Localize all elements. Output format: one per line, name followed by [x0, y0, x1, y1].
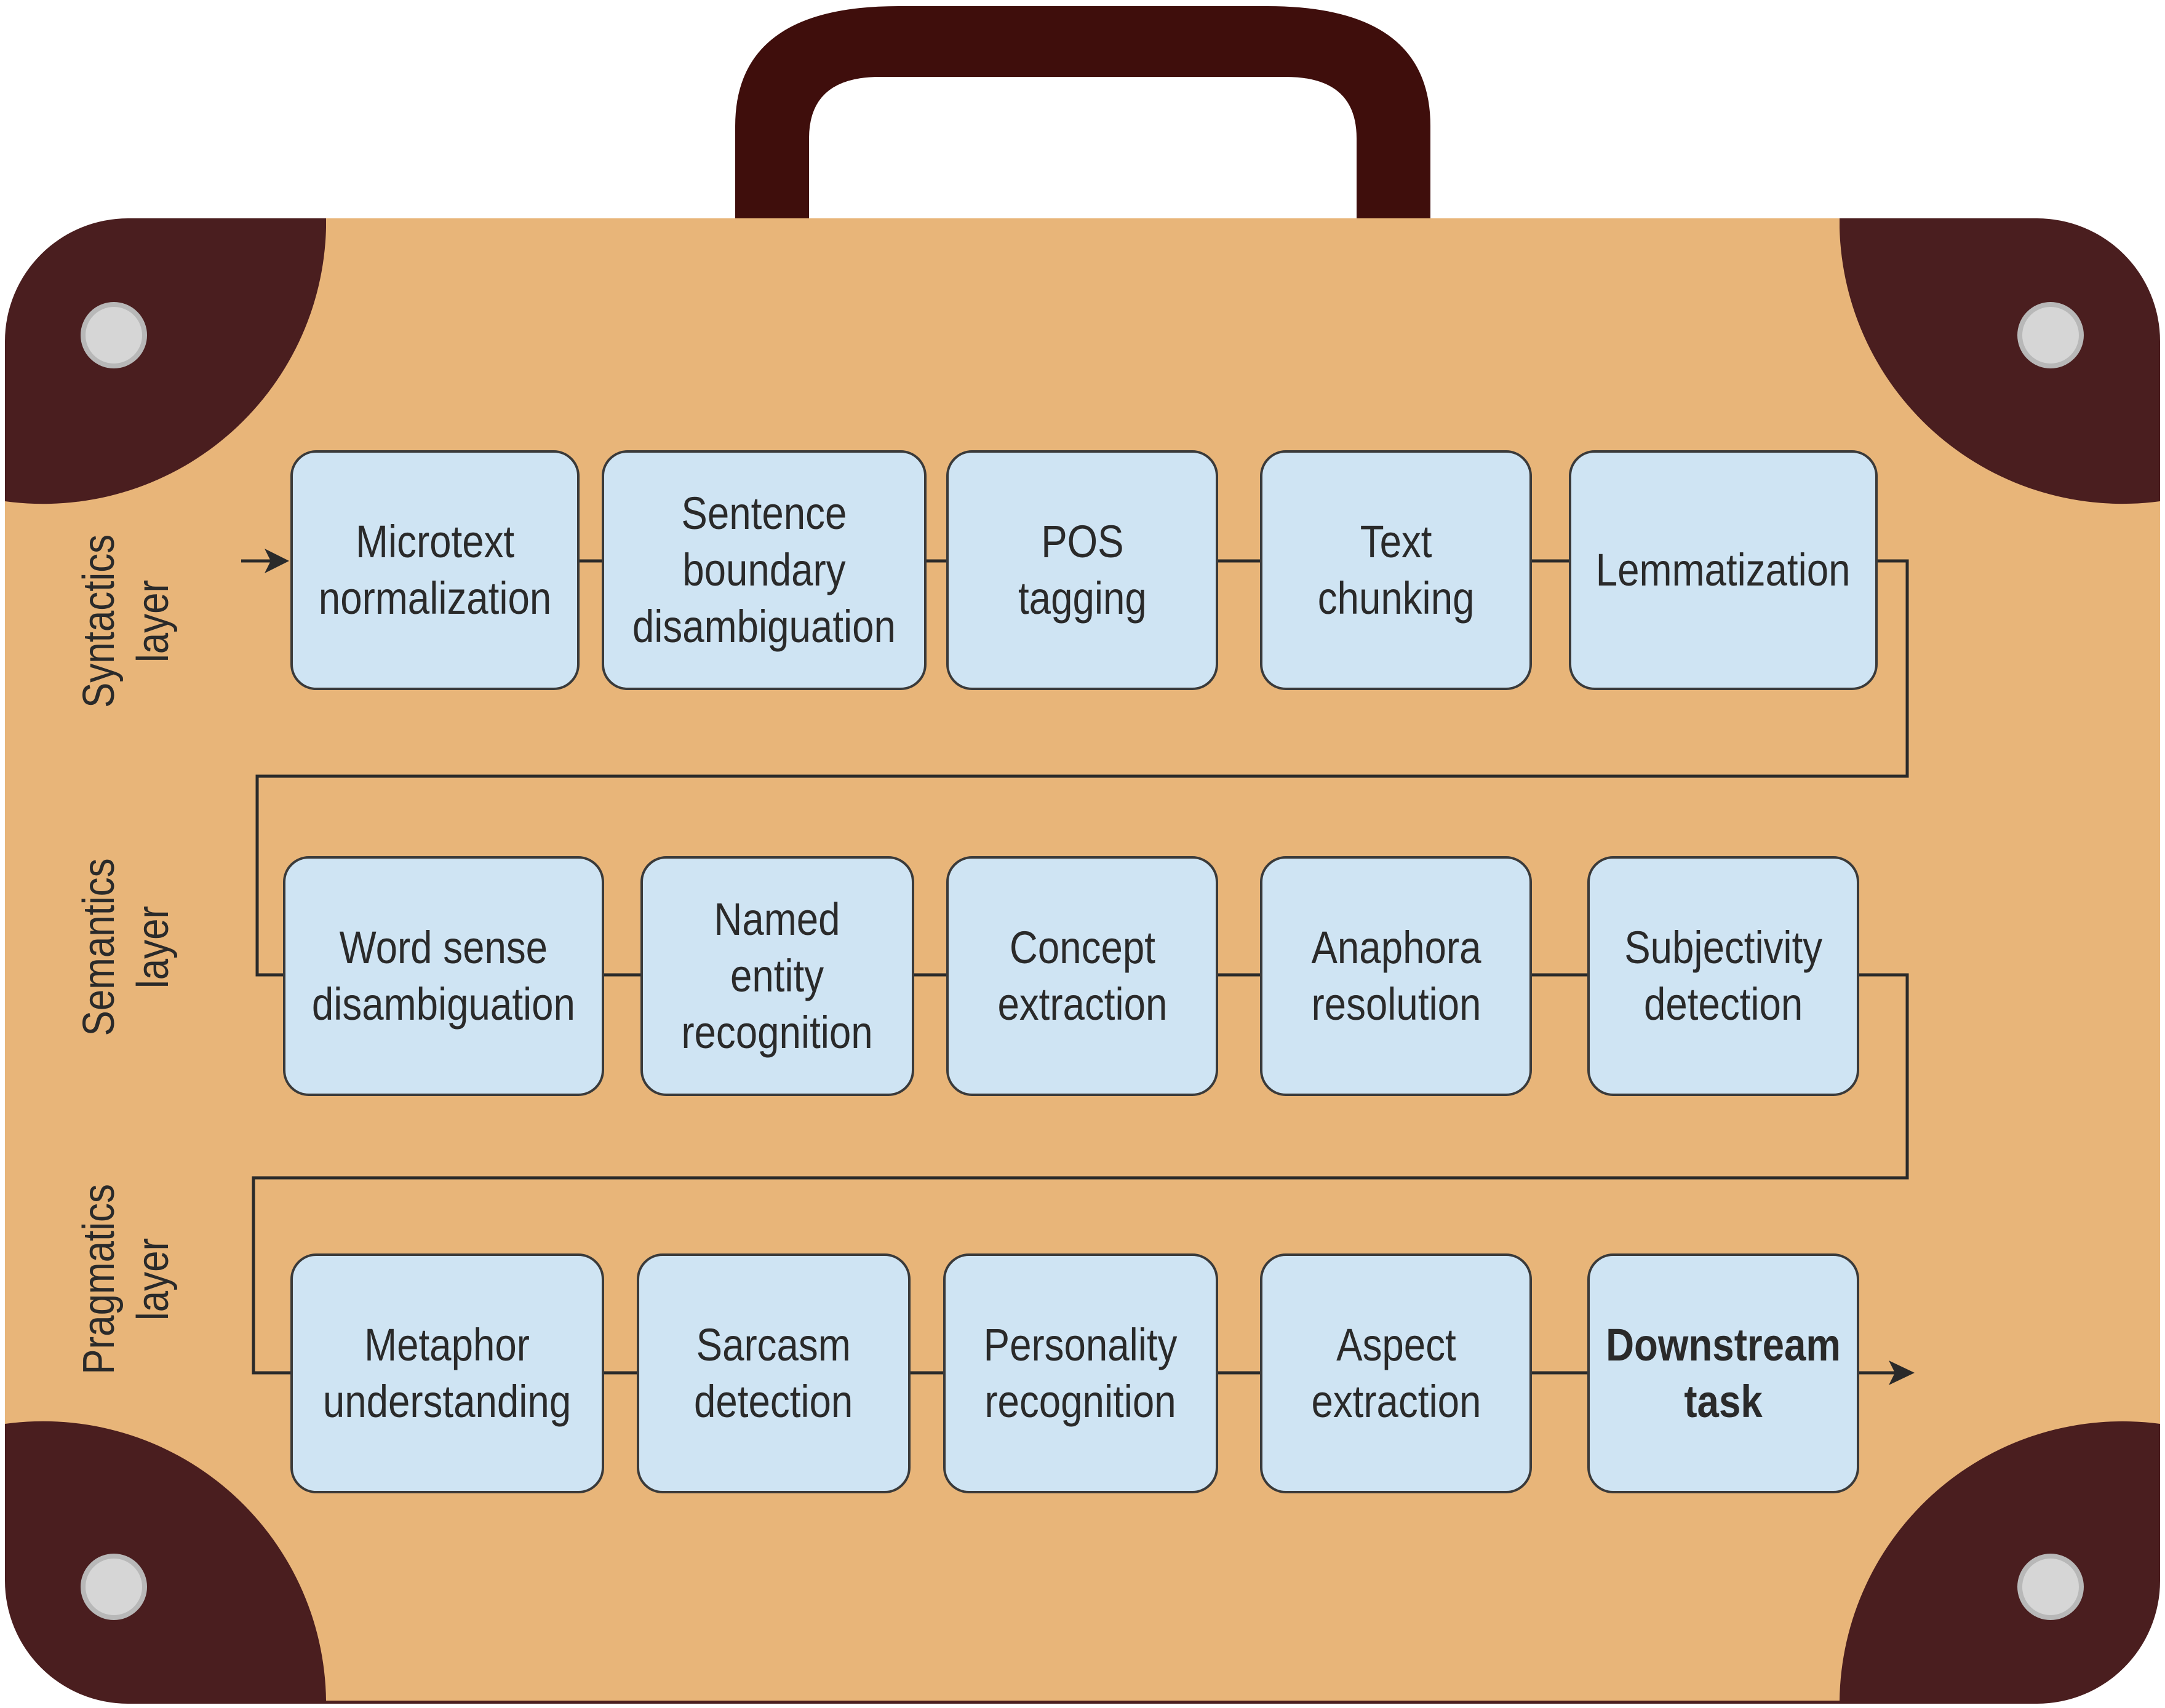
- step-pos-tagging: POS tagging: [946, 450, 1218, 690]
- layer-label-pragmatics: Pragmatics layer: [58, 1095, 194, 1464]
- suitcase-handle: [735, 6, 1430, 228]
- input-arrow-head: [265, 549, 289, 573]
- step-metaphor-understanding: Metaphor understanding: [290, 1253, 604, 1493]
- layer-label-text: Pragmatics layer: [74, 1184, 178, 1375]
- connector: [252, 973, 1909, 1375]
- step-sentence-boundary-disambiguation: Sentence boundary disambiguation: [602, 450, 927, 690]
- step-lemmatization: Lemmatization: [1569, 450, 1878, 690]
- step-concept-extraction: Concept extraction: [946, 856, 1218, 1096]
- layer-label-syntactics: Syntactics layer: [58, 437, 194, 806]
- rivet-bottom-right: [2017, 1554, 2084, 1620]
- step-subjectivity-detection: Subjectivity detection: [1587, 856, 1859, 1096]
- flow-connectors: [241, 559, 1909, 1375]
- step-label: Aspect extraction: [1311, 1319, 1481, 1427]
- step-label: Anaphora resolution: [1310, 922, 1481, 1030]
- step-text-chunking: Text chunking: [1260, 450, 1532, 690]
- step-label: Personality recognition: [984, 1319, 1178, 1427]
- step-microtext-normalization: Microtext normalization: [290, 450, 580, 690]
- step-label: Concept extraction: [997, 922, 1167, 1030]
- connector: [255, 559, 1909, 977]
- step-personality-recognition: Personality recognition: [943, 1253, 1218, 1493]
- step-label: Subjectivity detection: [1624, 922, 1822, 1030]
- step-label: Word sense disambiguation: [311, 922, 576, 1030]
- output-arrow-head: [1889, 1360, 1915, 1385]
- layer-label-text: Syntactics layer: [74, 534, 178, 709]
- layer-label-semantics: Semantics layer: [58, 763, 194, 1132]
- rivet-bottom-left: [81, 1554, 147, 1620]
- rivet-top-right: [2017, 302, 2084, 368]
- step-label: Sarcasm detection: [694, 1319, 853, 1427]
- step-label: Lemmatization: [1596, 544, 1851, 595]
- step-named-entity-recognition: Named entity recognition: [640, 856, 914, 1096]
- step-aspect-extraction: Aspect extraction: [1260, 1253, 1532, 1493]
- step-label: Downstream task: [1606, 1319, 1841, 1427]
- step-anaphora-resolution: Anaphora resolution: [1260, 856, 1532, 1096]
- step-label: POS tagging: [1018, 516, 1147, 624]
- rivet-top-left: [81, 302, 147, 368]
- step-word-sense-disambiguation: Word sense disambiguation: [283, 856, 604, 1096]
- step-label: Metaphor understanding: [323, 1319, 572, 1427]
- step-downstream-task: Downstream task: [1587, 1253, 1859, 1493]
- step-label: Microtext normalization: [318, 516, 552, 624]
- step-sarcasm-detection: Sarcasm detection: [637, 1253, 911, 1493]
- layer-label-text: Semantics layer: [74, 858, 178, 1036]
- step-label: Named entity recognition: [681, 894, 874, 1058]
- step-label: Sentence boundary disambiguation: [632, 488, 896, 652]
- step-label: Text chunking: [1317, 516, 1475, 624]
